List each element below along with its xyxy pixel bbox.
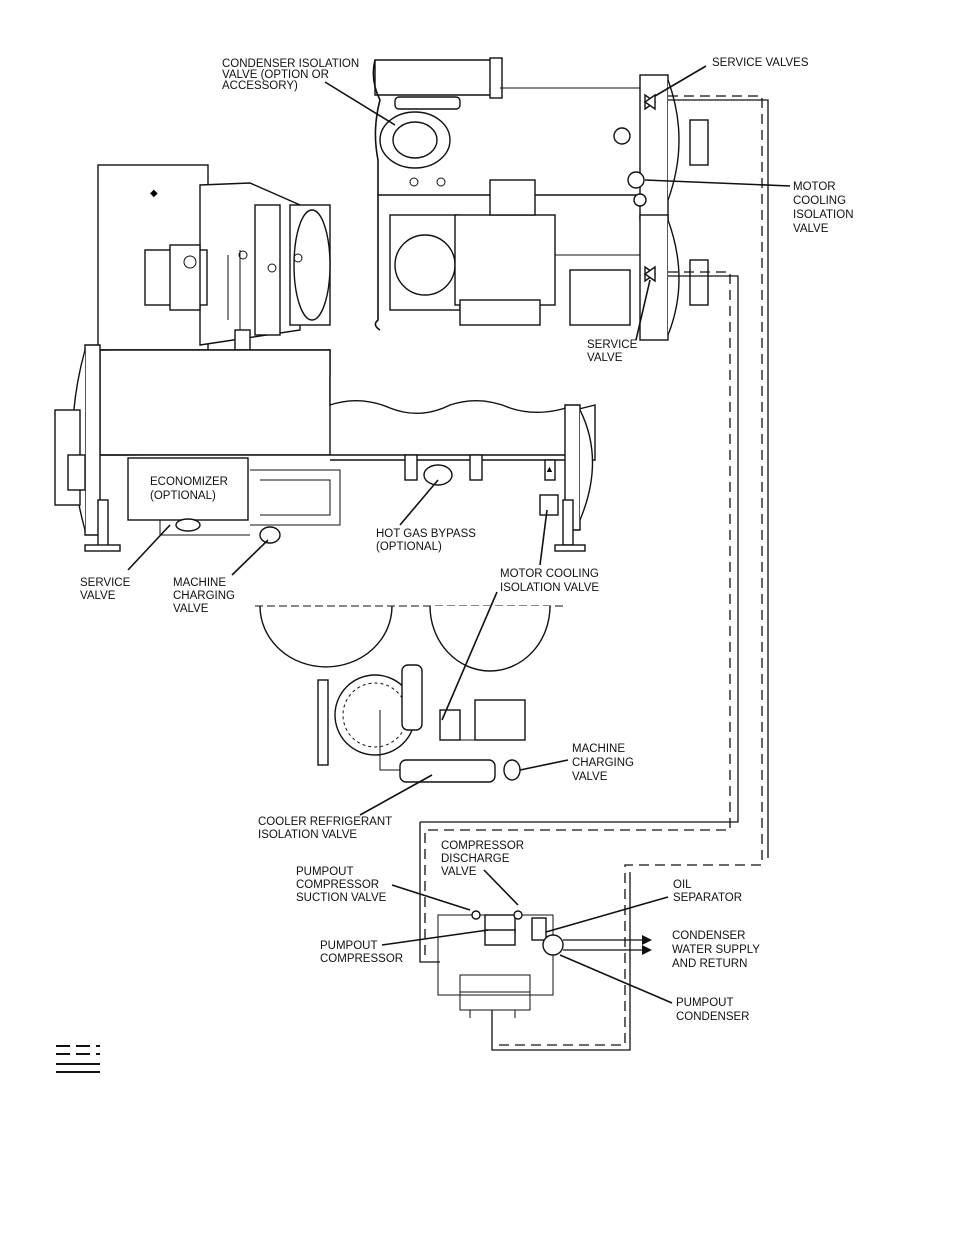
label-machine-charging-valve-right: MACHINE CHARGING VALVE [572, 743, 637, 783]
pumpout-unit [437, 910, 652, 1018]
label-service-valve-left: SERVICE VALVE [80, 577, 133, 602]
label-machine-charging-valve-left: MACHINE CHARGING VALVE [173, 577, 238, 615]
label-pumpout-condenser: PUMPOUT CONDENSER [676, 997, 749, 1023]
svg-text:◆: ◆ [150, 188, 158, 199]
label-economizer: ECONOMIZER (OPTIONAL) [150, 476, 231, 502]
label-cooler-refrigerant-isolation-valve: COOLER REFRIGERANT ISOLATION VALVE [258, 816, 395, 841]
label-oil-separator: OIL SEPARATOR [673, 879, 742, 904]
labels: CONDENSER ISOLATION VALVE (OPTION OR ACC… [80, 57, 857, 1023]
condenser-side-view [372, 57, 709, 341]
label-service-valve-right: SERVICE VALVE [587, 339, 640, 364]
label-motor-cooling-isolation-valve-top: MOTOR COOLING ISOLATION VALVE [793, 181, 857, 235]
label-hot-gas-bypass: HOT GAS BYPASS (OPTIONAL) [376, 528, 479, 553]
label-pumpout-compressor: PUMPOUT COMPRESSOR [320, 940, 403, 965]
svg-text:▲: ▲ [545, 464, 554, 474]
label-compressor-discharge-valve: COMPRESSOR DISCHARGE VALVE [441, 840, 527, 878]
label-motor-cooling-isolation-valve-mid: MOTOR COOLING ISOLATION VALVE [500, 568, 602, 594]
label-pumpout-compressor-suction-valve: PUMPOUT COMPRESSOR SUCTION VALVE [296, 866, 387, 904]
label-condenser-water-supply-return: CONDENSER WATER SUPPLY AND RETURN [672, 930, 763, 970]
label-service-valves: SERVICE VALVES [712, 57, 809, 69]
cooler-end-detail [255, 605, 565, 783]
leader-lines [127, 65, 791, 1004]
legend-line-symbol [56, 1045, 100, 1073]
refrigerant-piping [419, 95, 769, 1051]
main-chiller-assembly: ◆ [54, 164, 596, 552]
label-condenser-isolation-valve: CONDENSER ISOLATION VALVE (OPTION OR ACC… [222, 58, 362, 92]
